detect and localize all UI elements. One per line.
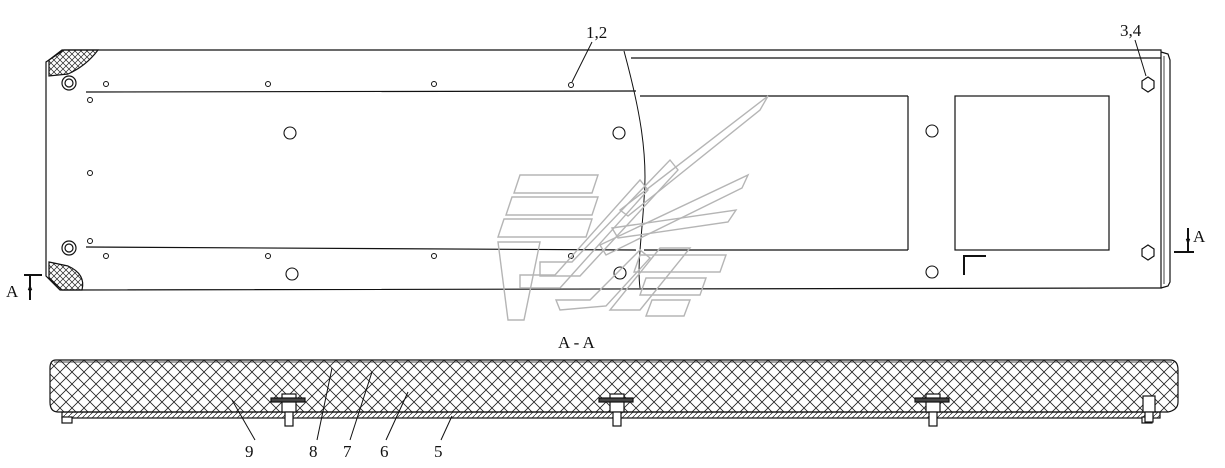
part-label-6: 6	[380, 442, 389, 461]
break-line	[623, 50, 646, 289]
corner-pad-top	[48, 49, 100, 77]
part-label-8: 8	[309, 442, 318, 461]
callout-3-4: 3,4	[1120, 21, 1142, 40]
section-mark-left-label: A	[6, 282, 19, 301]
callout-1-2: 1,2	[586, 23, 607, 42]
panel-outline	[45, 49, 1162, 291]
hex-nut-top	[1141, 76, 1155, 93]
section-marker-right	[1174, 228, 1194, 253]
section-mark-right-label: A	[1193, 227, 1206, 246]
hex-nut-bottom	[1141, 244, 1155, 261]
watermark-logo	[497, 95, 769, 321]
section-view	[49, 359, 1179, 441]
part-label-9: 9	[245, 442, 254, 461]
section-marker-left	[24, 274, 42, 300]
small-holes	[87, 81, 574, 259]
end-plate	[1160, 51, 1171, 289]
base-plate	[61, 411, 1161, 419]
corner-pad-bottom	[48, 261, 84, 291]
part-label-5: 5	[434, 442, 443, 461]
plan-view	[24, 39, 1194, 300]
section-title: A - A	[558, 333, 596, 352]
part-leaders	[231, 367, 453, 441]
part-label-7: 7	[343, 442, 352, 461]
large-holes	[283, 124, 939, 281]
section-fasteners	[270, 393, 1156, 427]
cushion-body	[49, 359, 1179, 413]
